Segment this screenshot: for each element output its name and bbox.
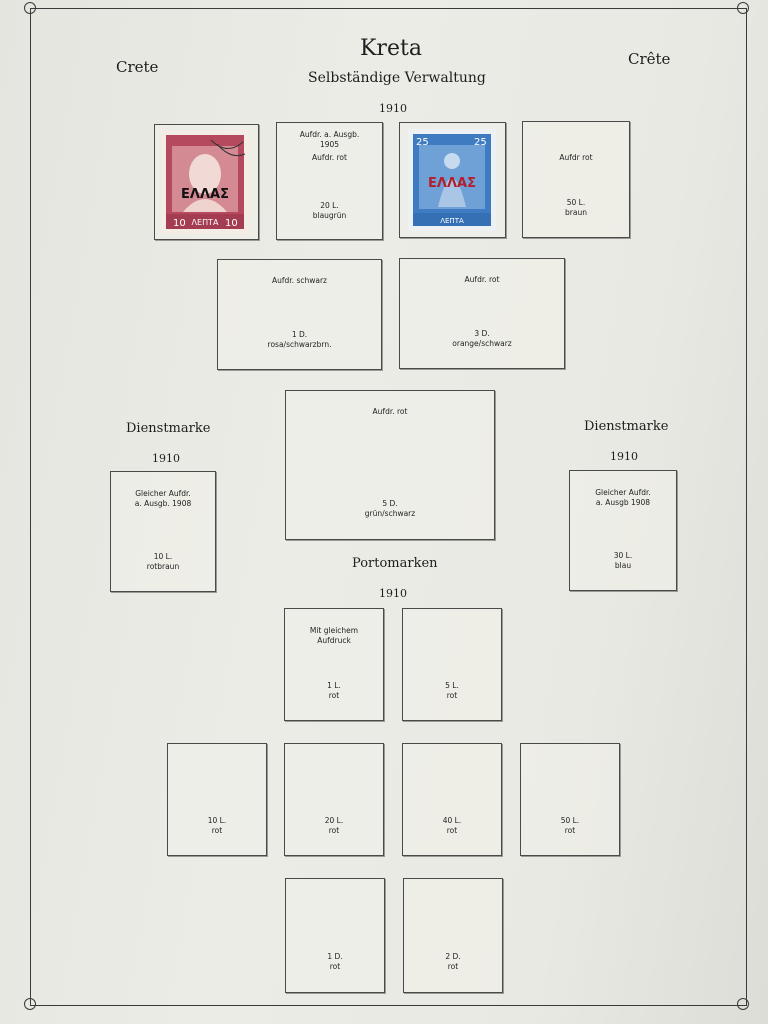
page-subtitle: Selbständige Verwaltung <box>308 70 486 86</box>
slot-description: Aufdr. rot <box>372 407 408 416</box>
section-heading-portomarken: Portomarken <box>352 556 438 571</box>
stamp-value-left: 10 <box>173 218 186 229</box>
country-right: Crête <box>628 50 671 68</box>
stamp-value-right: 10 <box>225 218 238 229</box>
slot-value: 10 L. rotbraun <box>146 552 180 571</box>
slot-value: 1 D. rot <box>327 952 343 971</box>
slot-value: 50 L. rot <box>560 816 580 835</box>
slot-value: 20 L. rot <box>324 816 344 835</box>
stamp-slot-3d[interactable]: Aufdr. rot 3 D. orange/schwarz <box>399 258 565 369</box>
slot-value: 10 L. rot <box>207 816 227 835</box>
stamp-slot-1d[interactable]: Aufdr. schwarz 1 D. rosa/schwarzbrn. <box>217 259 382 370</box>
stamp-slot-50l[interactable]: Aufdr rot 50 L. braun <box>522 121 630 238</box>
stamp-slot-porto-10l[interactable]: 10 L. rot <box>167 743 267 856</box>
slot-value: 40 L. rot <box>442 816 462 835</box>
slot-value: 2 D. rot <box>445 952 461 971</box>
slot-description: Gleicher Aufdr. a. Ausgb. 1908 <box>134 489 192 508</box>
page-title: Kreta <box>360 36 422 61</box>
page-border <box>30 8 747 1006</box>
slot-value: 50 L. braun <box>565 198 587 217</box>
stamp-currency: ΛΕΠΤΑ <box>192 218 219 227</box>
stamp-slot-porto-40l[interactable]: 40 L. rot <box>402 743 502 856</box>
border-ornament <box>737 998 749 1010</box>
stamp-value-right: 25 <box>474 137 487 148</box>
stamp-slot-dienst-30l[interactable]: Gleicher Aufdr. a. Ausgb 1908 30 L. blau <box>569 470 677 591</box>
stamp-currency: ΛΕΠΤΑ <box>440 217 464 225</box>
stamp-slot-porto-1d[interactable]: 1 D. rot <box>285 878 385 993</box>
slot-value: 1 D. rosa/schwarzbrn. <box>267 330 332 349</box>
border-ornament <box>737 2 749 14</box>
section-heading-dienstmarke-right: Dienstmarke <box>584 419 669 434</box>
section-heading-dienstmarke-left: Dienstmarke <box>126 421 211 436</box>
year-label: 1910 <box>379 587 407 600</box>
stamp-slot-porto-5l[interactable]: 5 L. rot <box>402 608 502 721</box>
stamp-overprint: ΕΛΛΑΣ <box>181 187 229 202</box>
stamp-slot-20l[interactable]: Aufdr. a. Ausgb. 1905 Aufdr. rot 20 L. b… <box>276 122 383 240</box>
slot-description: Gleicher Aufdr. a. Ausgb 1908 <box>595 488 651 507</box>
stamp-25-lepta-image: ΛΕΠΤΑ 25 25 ΕΛΛΑΣ <box>408 129 496 231</box>
slot-value: 20 L. blaugrün <box>312 201 347 220</box>
slot-value: 5 D. grün/schwarz <box>364 499 416 518</box>
stamp-slot-porto-50l[interactable]: 50 L. rot <box>520 743 620 856</box>
slot-value: 1 L. rot <box>327 681 341 700</box>
stamp-slot-dienst-10l[interactable]: Gleicher Aufdr. a. Ausgb. 1908 10 L. rot… <box>110 471 216 592</box>
stamp-10-lepta-image: ΛΕΠΤΑ 10 10 ΕΛΛΑΣ <box>161 130 249 234</box>
year-label: 1910 <box>152 452 180 465</box>
stamp-slot-porto-20l[interactable]: 20 L. rot <box>284 743 384 856</box>
slot-description: Mit gleichem Aufdruck <box>309 626 359 645</box>
stamp-overprint: ΕΛΛΑΣ <box>428 176 476 191</box>
stamp-slot-25l[interactable]: ΛΕΠΤΑ 25 25 ΕΛΛΑΣ <box>399 122 506 238</box>
stamp-slot-porto-1l[interactable]: Mit gleichem Aufdruck 1 L. rot <box>284 608 384 721</box>
slot-description: Aufdr. rot <box>464 275 500 284</box>
year-label: 1910 <box>379 102 407 115</box>
stamp-slot-5d[interactable]: Aufdr. rot 5 D. grün/schwarz <box>285 390 495 540</box>
country-left: Crete <box>116 58 159 76</box>
border-ornament <box>24 2 36 14</box>
stamp-value-left: 25 <box>416 137 429 148</box>
slot-value: 5 L. rot <box>445 681 459 700</box>
slot-description: Aufdr. a. Ausgb. 1905 Aufdr. rot <box>299 130 360 162</box>
stamp-slot-10l[interactable]: ΛΕΠΤΑ 10 10 ΕΛΛΑΣ <box>154 124 259 240</box>
slot-value: 30 L. blau <box>613 551 633 570</box>
slot-value: 3 D. orange/schwarz <box>452 329 512 348</box>
slot-description: Aufdr. schwarz <box>272 276 327 285</box>
year-label: 1910 <box>610 450 638 463</box>
border-ornament <box>24 998 36 1010</box>
stamp-slot-porto-2d[interactable]: 2 D. rot <box>403 878 503 993</box>
slot-description: Aufdr rot <box>559 153 593 162</box>
